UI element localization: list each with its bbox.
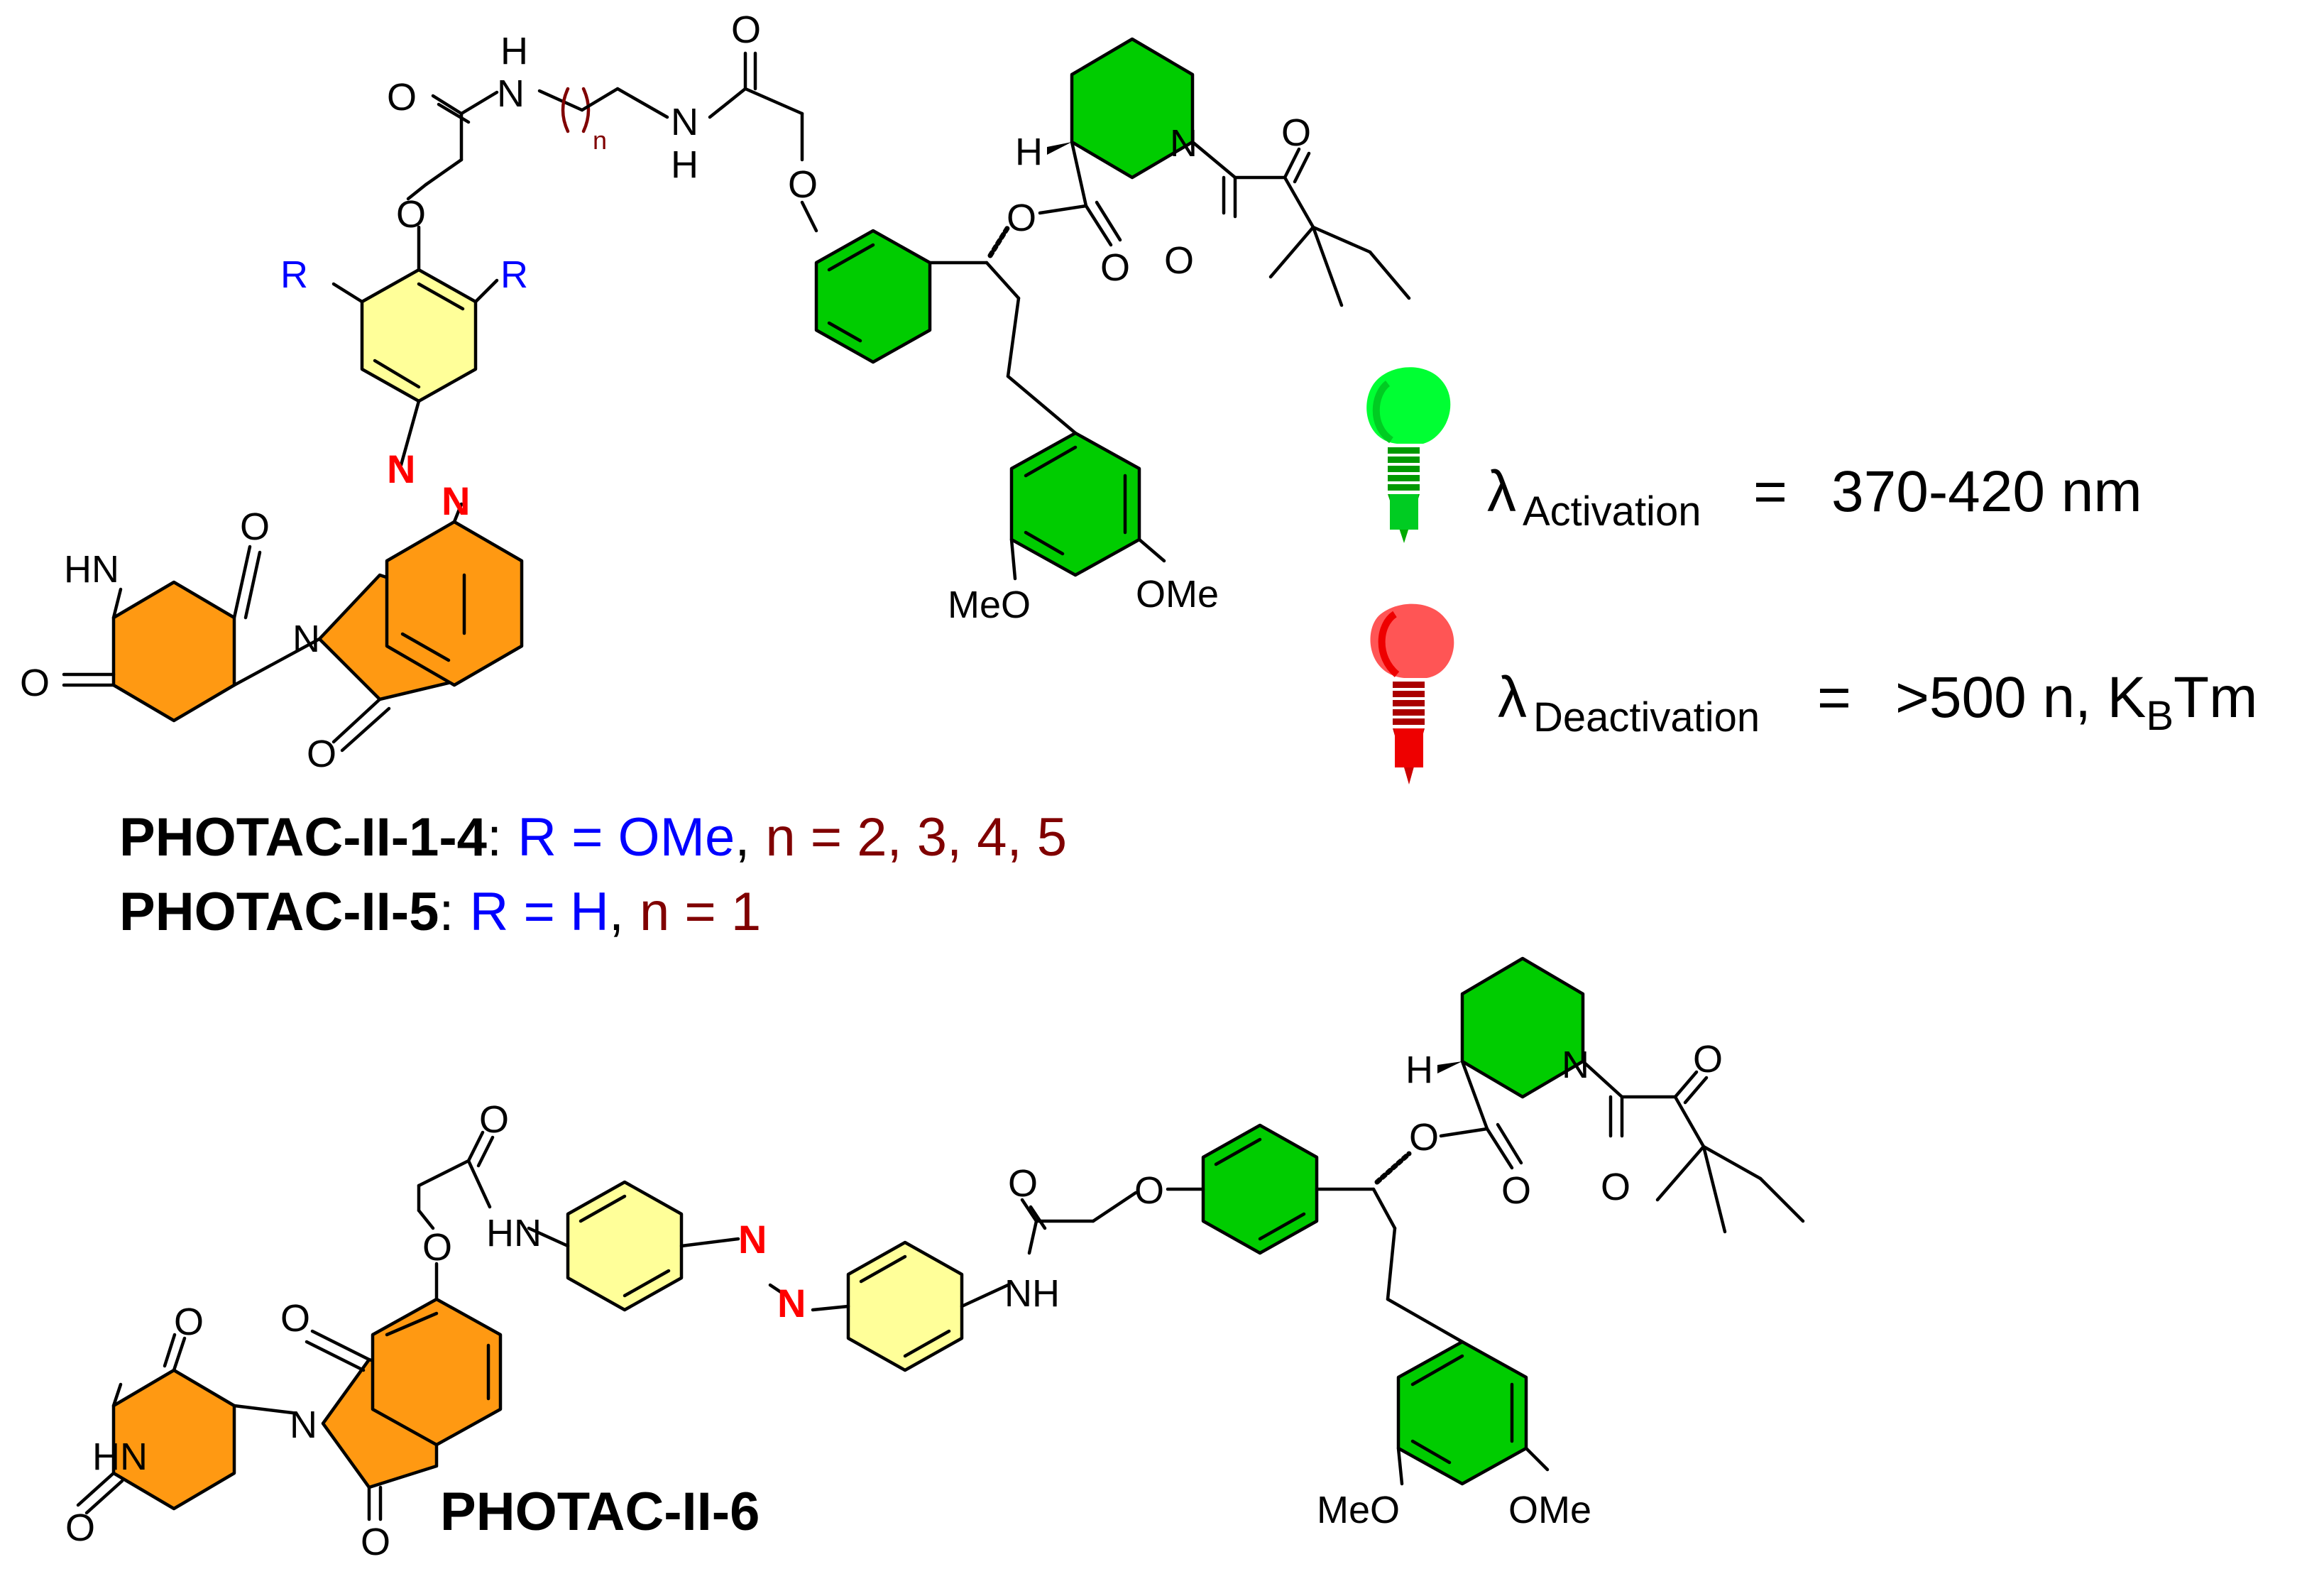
atom-label-nh-anilide-right: NH [1004, 1272, 1060, 1315]
atom-label-n-phthalimide: N [290, 1404, 317, 1446]
atom-label-o-bottom-imide-upper: O [174, 1301, 204, 1343]
atom-label-hn-top: HN [64, 548, 119, 591]
bottom-linker-phenyl-ring [1201, 1123, 1319, 1255]
bottom-pipecolate-ring [1460, 956, 1585, 1099]
top-azo-phenyl-ring [360, 268, 478, 403]
atom-label-ome-bottom: OMe [1508, 1489, 1591, 1531]
atom-label-meo-bottom: MeO [1317, 1489, 1400, 1531]
bottom-azo-phenyl-left [566, 1180, 684, 1312]
top-pipecolate-ring [1070, 37, 1195, 180]
bottom-dimethoxyphenyl-ring [1396, 1340, 1528, 1486]
green-light-bulb-icon [1366, 367, 1451, 543]
caption-series-1-n: n = 2, 3, 4, 5 [765, 807, 1067, 868]
activation-legend: λ Activation = 370-420 nm [1366, 367, 2142, 543]
caption-series-2-name: PHOTAC-II-5 [119, 882, 439, 942]
atom-label-o-phenoxy-ligand: O [788, 163, 818, 206]
caption-series-1: PHOTAC-II-1-4:R = OMe,n = 2, 3, 4, 5 [119, 807, 1067, 868]
atom-label-o-keto-bottom: O [1693, 1038, 1723, 1081]
atom-label-n-subscript: n [593, 126, 607, 155]
deactivation-value-subscript: B [2146, 693, 2174, 739]
atom-label-o-top-lactam: O [307, 733, 336, 775]
bottom-molecule: HN O O N O O O O HN N N NH O O O O H N O… [65, 956, 1805, 1563]
atom-label-o-bottom-imide-lower: O [65, 1507, 95, 1549]
atom-label-o-amide-2: O [731, 9, 761, 51]
atom-label-h-stereo-top: H [1015, 131, 1043, 173]
atom-label-o-amide-carbonyl-bottom: O [1601, 1166, 1630, 1208]
atom-label-o-phenoxy-bottom: O [422, 1226, 452, 1269]
atom-label-n-amide-2: N [671, 101, 698, 143]
atom-label-n-azo-lower: N [442, 479, 470, 523]
deactivation-subscript: Deactivation [1533, 694, 1760, 740]
deactivation-legend: λ Deactivation = >500 n, KBTm [1370, 603, 2257, 784]
atom-label-o-anilide-right: O [1008, 1162, 1038, 1205]
red-light-bulb-icon [1370, 603, 1454, 784]
top-glutarimide-ring [111, 580, 236, 723]
atom-label-h-stereo-bottom: H [1405, 1049, 1433, 1091]
atom-label-o-keto-top: O [1281, 111, 1311, 154]
atom-label-o-amide-carbonyl-top: O [1164, 239, 1194, 282]
top-stereo-wedge [1047, 142, 1072, 155]
atom-label-n-azo-bottom-upper: N [738, 1217, 767, 1262]
activation-subscript: Activation [1523, 488, 1701, 535]
atom-label-o-ester-carbonyl-top: O [1100, 246, 1130, 289]
atom-label-o-phthalimide-lower: O [361, 1521, 390, 1563]
activation-wavelength: 370-420 nm [1831, 459, 2142, 524]
activation-equals: = [1753, 459, 1787, 524]
caption-series-2-r: R = H [469, 882, 608, 942]
atom-label-n-pipecolate-top: N [1170, 122, 1197, 165]
atom-label-hn-anilide: HN [486, 1212, 542, 1254]
atom-label-n-azo-upper: N [387, 447, 415, 491]
atom-label-o-top-imide-lower: O [20, 662, 50, 704]
caption-series-1-sep: : [487, 807, 502, 868]
caption-series-1-comma: , [735, 807, 750, 868]
atom-label-o-anilide-left: O [479, 1098, 509, 1141]
atom-label-r-right: R [500, 253, 528, 296]
deactivation-value-suffix: Tm [2174, 665, 2257, 730]
atom-label-n-top-isoindolinone: N [292, 618, 320, 660]
top-molecule: HN O O N O N N R R O O N H n N H O O O O… [20, 9, 1411, 775]
caption-series-2: PHOTAC-II-5:R = H, n = 1 [119, 882, 761, 942]
atom-label-o-ester-top: O [1007, 197, 1036, 239]
atom-label-r-left: R [280, 253, 308, 296]
atom-label-ome-top: OMe [1136, 573, 1219, 616]
atom-label-o-phenoxy-top: O [396, 193, 426, 236]
caption-series-1-r: R = OMe [517, 807, 735, 868]
bottom-phthalimide-benzene-ring [371, 1297, 503, 1447]
atom-label-o-top-imide-upper: O [240, 505, 270, 548]
atom-label-h-amide-2: H [671, 143, 698, 186]
caption-series-1-name: PHOTAC-II-1-4 [119, 807, 487, 868]
atom-label-meo-top: MeO [948, 584, 1031, 626]
atom-label-o-phenoxy-ligand-bottom: O [1134, 1169, 1164, 1212]
top-dimethoxyphenyl-ring [1009, 431, 1141, 577]
atom-label-n-azo-bottom-lower: N [777, 1281, 806, 1325]
caption-series-2-sep: : [439, 882, 454, 942]
atom-label-o-ester-carbonyl-bottom: O [1501, 1169, 1531, 1212]
atom-label-o-amide-1: O [387, 76, 417, 119]
deactivation-equals: = [1817, 665, 1851, 730]
atom-label-n-amide-1: N [497, 72, 525, 115]
atom-label-hn-bottom: HN [92, 1436, 148, 1478]
deactivation-value-prefix: >500 n, K [1895, 665, 2146, 730]
caption-compound-3: PHOTAC-II-6 [440, 1482, 760, 1542]
caption-series-2-comma: , [609, 882, 624, 942]
atom-label-n-pipecolate-bottom: N [1562, 1044, 1589, 1086]
deactivation-lambda-symbol: λ [1498, 665, 1527, 730]
atom-label-o-phthalimide-upper: O [280, 1297, 310, 1340]
activation-lambda-symbol: λ [1487, 459, 1516, 524]
bottom-azo-phenyl-right [846, 1240, 964, 1372]
caption-series-2-n: n = 1 [640, 882, 761, 942]
atom-label-h-amide-1: H [500, 30, 528, 72]
top-linker-phenyl-ring [814, 229, 932, 364]
atom-label-o-ester-bottom: O [1409, 1116, 1439, 1159]
deactivation-value: >500 n, KBTm [1895, 665, 2257, 739]
bottom-stereo-wedge [1437, 1061, 1462, 1073]
